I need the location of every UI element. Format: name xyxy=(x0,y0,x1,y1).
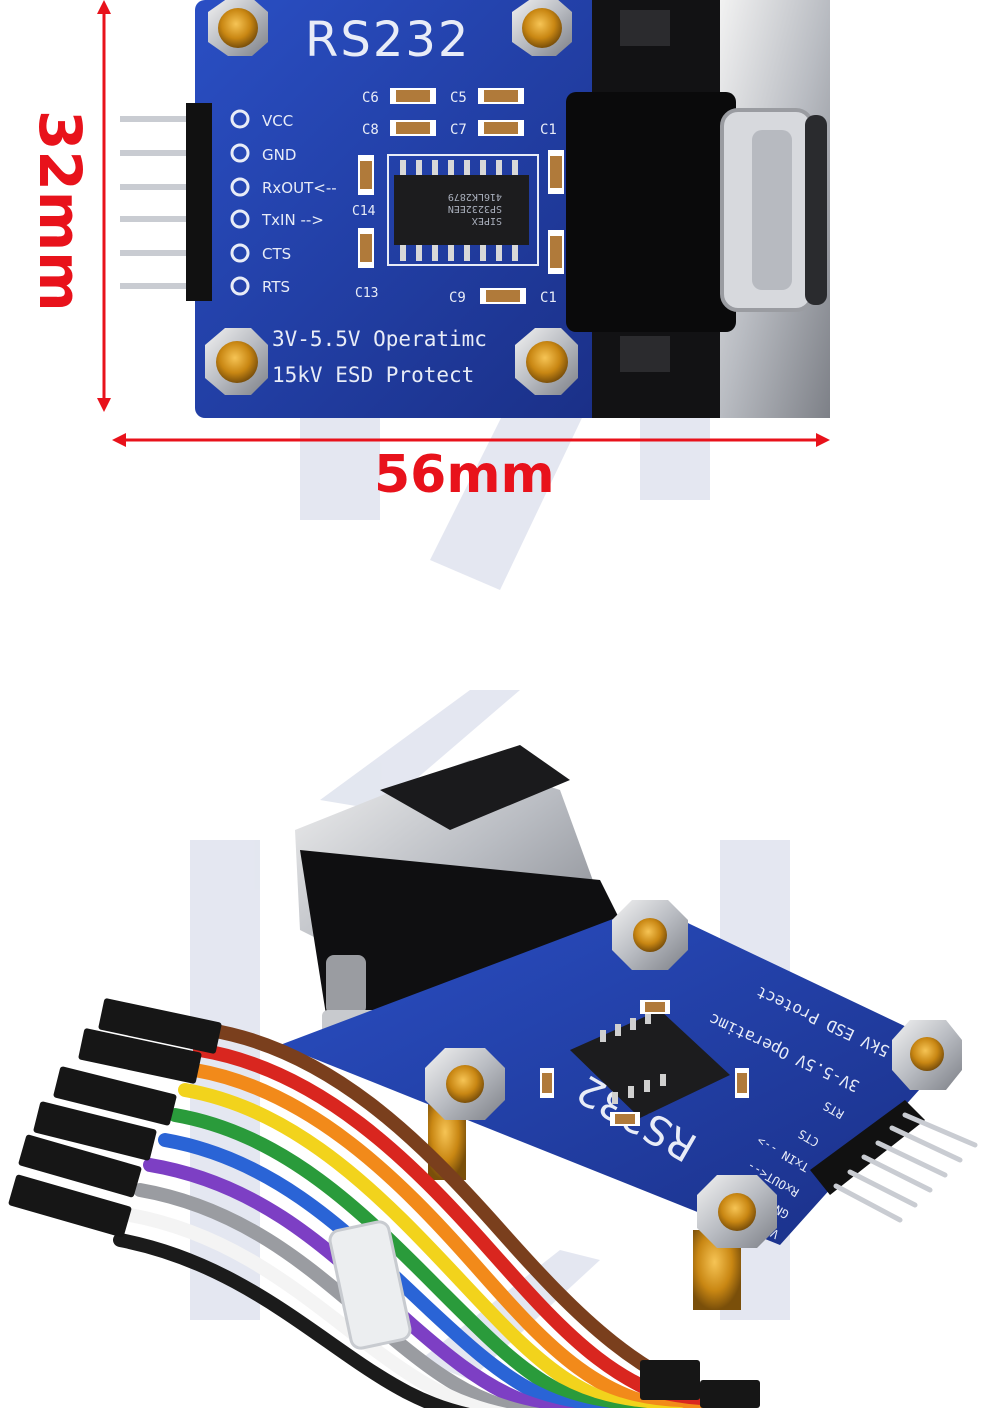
ic-chip-angled xyxy=(570,1010,730,1118)
ic-chip: SIPEX SP3232EEN 416LK2879 xyxy=(387,154,539,266)
chip-text: SIPEX xyxy=(472,215,502,226)
rs232-board-angled: RS232 3V-5.5V Operatimc 5kV ESD Protect … xyxy=(280,745,978,1310)
db9-connector xyxy=(566,0,830,418)
cap-label: C14 xyxy=(352,204,376,219)
pin-label: TxIN --> xyxy=(261,211,324,229)
capacitors: C6 C5 C8 C7 C1 C14 C13 C9 C1 xyxy=(352,88,564,306)
header-pins xyxy=(120,116,192,289)
cable-tie xyxy=(328,1220,412,1350)
chip-text: 416LK2879 xyxy=(448,191,502,202)
cap-label: C8 xyxy=(362,122,379,138)
board-text-esd: 15kV ESD Protect xyxy=(272,363,474,387)
cap-label: C5 xyxy=(450,90,467,106)
board-title: RS232 xyxy=(305,12,470,68)
dupont-connectors xyxy=(8,998,760,1408)
cap-label: C1 xyxy=(540,290,557,306)
capacitors-angled xyxy=(540,1000,749,1126)
dimension-markers xyxy=(97,0,830,447)
board-text-voltage: 3V-5.5V Operatimc xyxy=(272,327,487,351)
pin-label: CTS xyxy=(262,245,291,263)
cap-label: C6 xyxy=(362,90,379,106)
pin-label: RxOUT<-- xyxy=(262,179,337,197)
height-dimension-label: 32mm xyxy=(26,110,94,312)
cap-label: C7 xyxy=(450,122,467,138)
width-dimension-label: 56mm xyxy=(374,445,555,505)
cap-label: C9 xyxy=(449,290,466,306)
cap-label: C13 xyxy=(355,286,378,301)
standoffs xyxy=(205,0,578,395)
standoffs-angled xyxy=(425,900,962,1248)
pin-label: GND xyxy=(262,146,296,164)
pin-label: VCC xyxy=(262,112,293,130)
rs232-board-top: VCC GND RxOUT<-- TxIN --> CTS RTS RS232 … xyxy=(26,0,830,505)
header-pins-angled xyxy=(833,1112,978,1223)
pin-label: RTS xyxy=(262,278,290,296)
header-angled xyxy=(810,1100,925,1195)
pin-labels: VCC GND RxOUT<-- TxIN --> CTS RTS xyxy=(261,112,337,296)
cap-label: C1 xyxy=(540,122,557,138)
pin-pads xyxy=(230,109,250,296)
chip-text: SP3232EEN xyxy=(448,203,502,214)
